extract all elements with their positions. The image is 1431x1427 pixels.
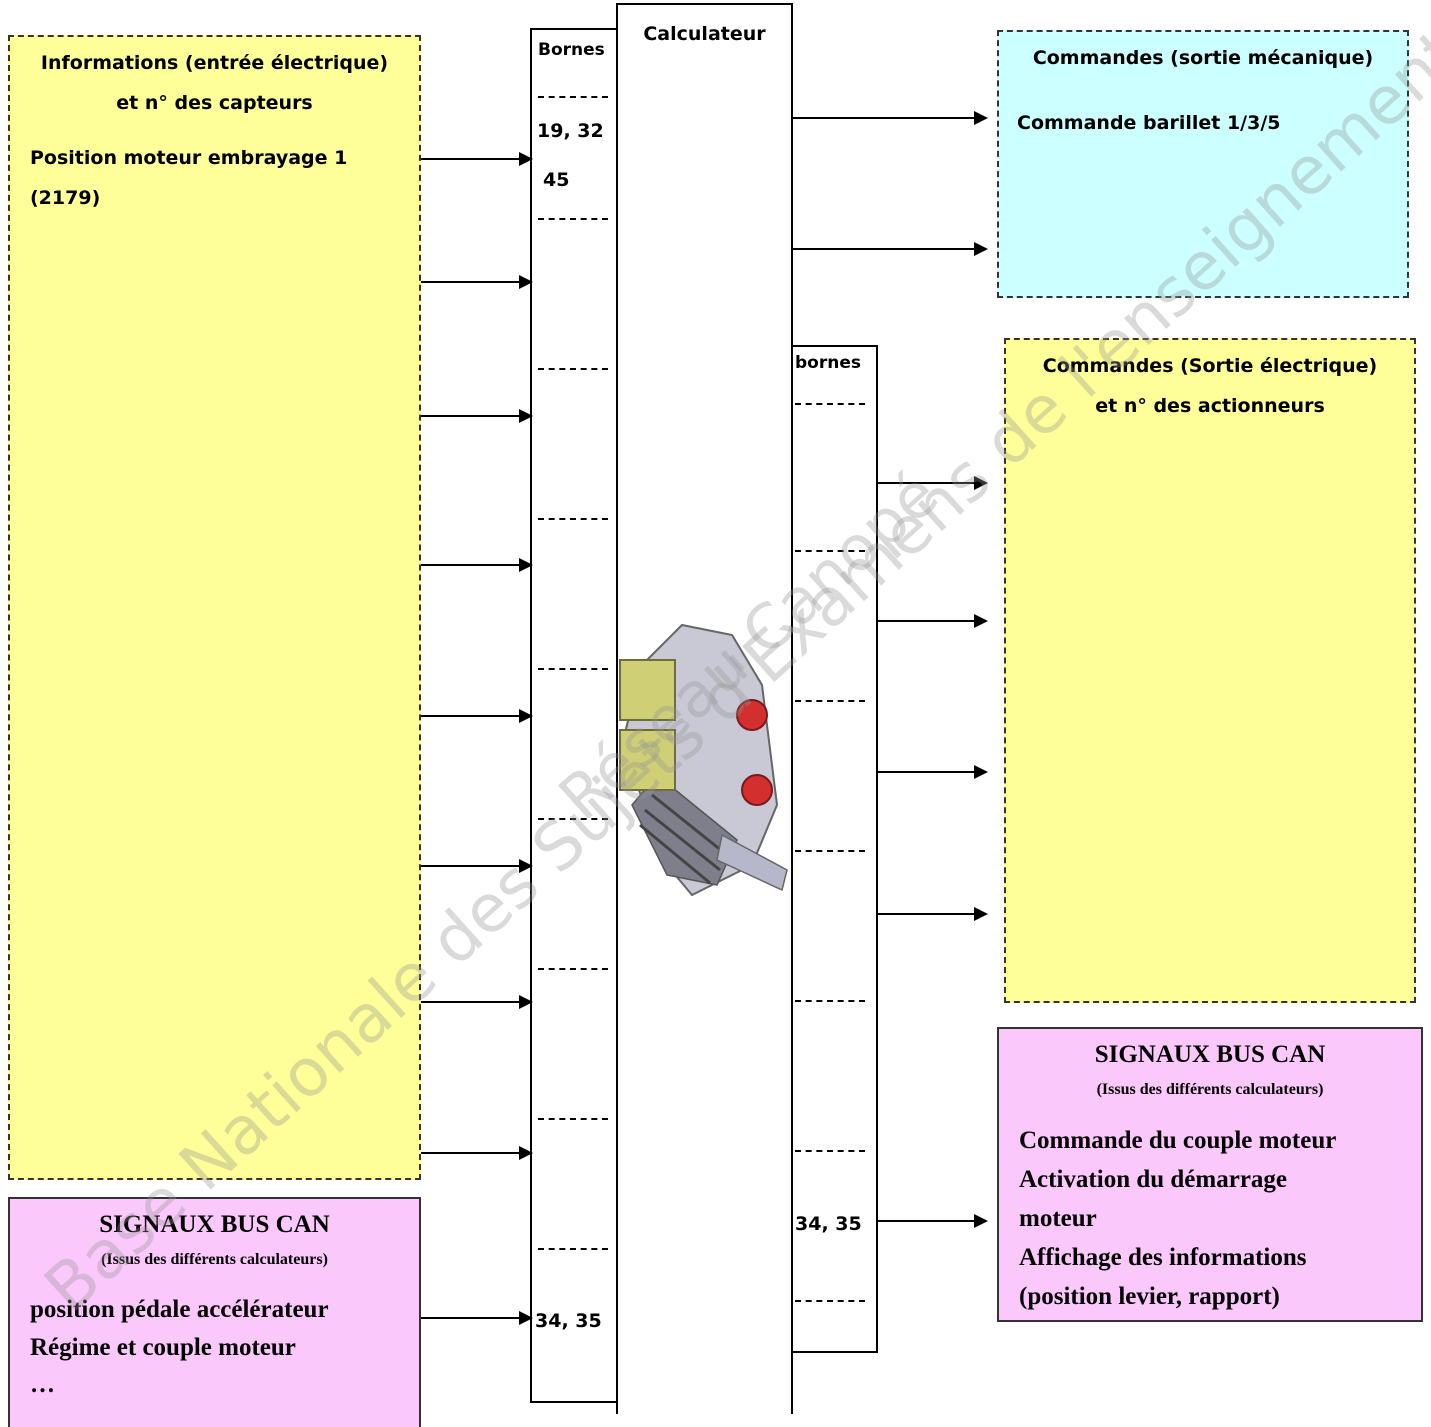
sensor-info-box: Informations (entrée électrique) et n° d… — [8, 35, 421, 1180]
mechanical-output-arrow — [793, 242, 988, 256]
mechanical-output-arrow — [793, 111, 988, 125]
electrical-output-title-1: Commandes (Sortie électrique) — [1042, 355, 1378, 377]
left-can-line-1: position pédale accélérateur — [30, 1296, 329, 1323]
electrical-output-box: Commandes (Sortie électrique) et n° des … — [1004, 338, 1416, 1003]
right-can-line-2: Activation du démarrage — [1019, 1166, 1288, 1193]
right-can-subtitle: (Issus des différents calculateurs) — [1096, 1081, 1324, 1098]
sensor-item-line-2: (2179) — [30, 187, 101, 209]
right-can-line-5: (position levier, rapport) — [1019, 1283, 1280, 1310]
left-pin-divider — [538, 1248, 608, 1250]
right-pin-divider — [795, 1150, 865, 1152]
electrical-output-title-2: et n° des actionneurs — [1095, 395, 1325, 417]
right-pin-divider — [795, 550, 865, 552]
left-pins-34-35: 34, 35 — [535, 1310, 602, 1332]
sensor-box-title-2: et n° des capteurs — [116, 92, 313, 114]
right-pin-divider — [795, 850, 865, 852]
calculateur-title: Calculateur — [643, 23, 766, 45]
left-can-title: SIGNAUX BUS CAN — [99, 1211, 330, 1238]
electrical-output-arrow — [878, 765, 988, 779]
right-pin-divider — [795, 1000, 865, 1002]
ecu-unit-image — [619, 623, 788, 897]
mechanical-output-item: Commande barillet 1/3/5 — [1017, 112, 1281, 134]
left-can-signals-box: SIGNAUX BUS CAN (Issus des différents ca… — [8, 1197, 421, 1427]
mechanical-output-title: Commandes (sortie mécanique) — [1032, 47, 1374, 69]
input-arrow — [421, 152, 533, 166]
left-can-line-2: Régime et couple moteur — [30, 1334, 296, 1361]
left-pin-divider — [538, 368, 608, 370]
right-can-line-3: moteur — [1019, 1205, 1097, 1232]
left-pin-divider — [538, 818, 608, 820]
electrical-output-arrow — [878, 614, 988, 628]
right-pin-divider — [795, 403, 865, 405]
right-pins-34-35: 34, 35 — [795, 1213, 862, 1235]
left-pin-divider — [538, 96, 608, 98]
right-pin-divider — [795, 1300, 865, 1302]
sensor-box-title-1: Informations (entrée électrique) — [40, 52, 389, 74]
input-arrow — [421, 709, 533, 723]
input-arrow — [421, 859, 533, 873]
right-can-line-1: Commande du couple moteur — [1019, 1127, 1337, 1154]
left-pin-divider — [538, 518, 608, 520]
input-arrow — [421, 1146, 533, 1160]
left-pin-divider — [538, 1118, 608, 1120]
right-can-title: SIGNAUX BUS CAN — [1094, 1041, 1326, 1068]
right-bornes-title: bornes — [795, 353, 861, 373]
electrical-output-arrow — [878, 907, 988, 921]
left-pin-divider — [538, 968, 608, 970]
left-pin-divider — [538, 218, 608, 220]
left-terminal-strip: Bornes — [530, 28, 618, 1403]
sensor-item-line-1: Position moteur embrayage 1 — [30, 147, 348, 169]
input-arrow — [421, 995, 533, 1009]
can-input-arrow — [421, 1311, 533, 1325]
left-pins-45: 45 — [543, 169, 570, 191]
input-arrow — [421, 558, 533, 572]
input-arrow — [421, 275, 533, 289]
right-terminal-strip: bornes — [791, 345, 878, 1353]
left-pins-19-32: 19, 32 — [537, 120, 604, 142]
left-pin-divider — [538, 668, 608, 670]
input-arrow — [421, 409, 533, 423]
electrical-output-arrow — [878, 476, 988, 490]
left-can-line-3: … — [30, 1371, 55, 1398]
right-can-line-4: Affichage des informations — [1019, 1244, 1307, 1271]
left-bornes-title: Bornes — [538, 40, 605, 60]
left-can-subtitle: (Issus des différents calculateurs) — [101, 1251, 328, 1268]
right-pin-divider — [795, 700, 865, 702]
mechanical-output-box: Commandes (sortie mécanique) Commande ba… — [997, 30, 1409, 298]
can-output-arrow — [878, 1214, 988, 1228]
right-can-signals-box: SIGNAUX BUS CAN (Issus des différents ca… — [997, 1027, 1423, 1322]
